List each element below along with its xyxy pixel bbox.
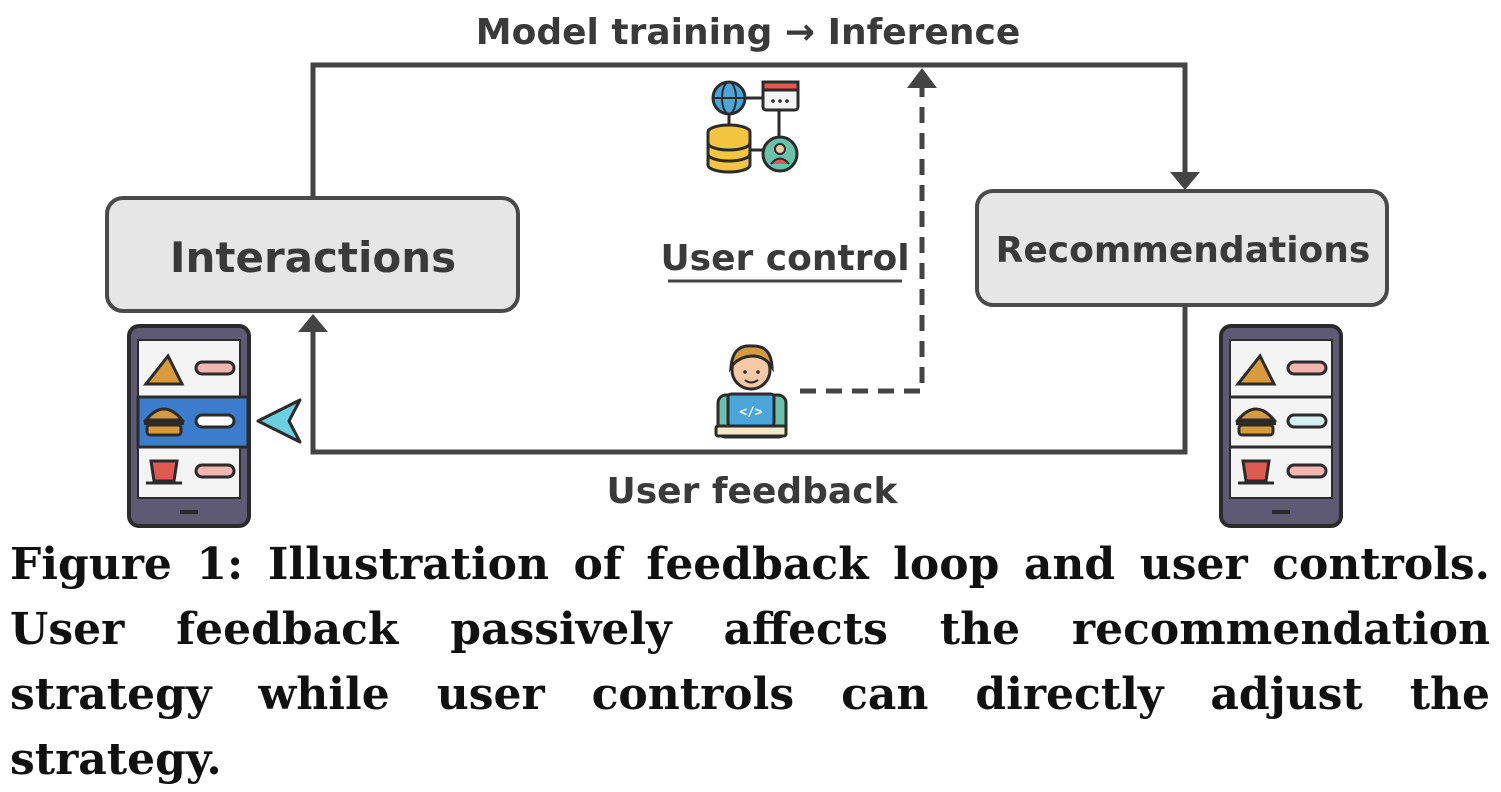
phone-feed-icon bbox=[127, 324, 251, 528]
database-network-icon bbox=[706, 80, 800, 174]
phone-feed-icon bbox=[1219, 324, 1343, 528]
svg-text:</>: </> bbox=[739, 405, 763, 420]
arrowhead-user-control bbox=[907, 68, 937, 88]
interactions-label: Interactions bbox=[170, 233, 456, 282]
figure-caption: Figure 1: Illustration of feedback loop … bbox=[10, 539, 1490, 785]
bottom-loop-line bbox=[310, 305, 1188, 455]
arrowhead-down-recommendations bbox=[1170, 172, 1200, 190]
arrowhead-up-interactions bbox=[298, 314, 328, 332]
loop-lines bbox=[310, 62, 1188, 455]
recommendations-box: Recommendations bbox=[975, 189, 1389, 307]
top-label: Model training → Inference bbox=[476, 12, 1020, 53]
interactions-box: Interactions bbox=[105, 196, 520, 313]
user-control-dashed-line bbox=[800, 85, 925, 394]
user-control-label: User control bbox=[660, 238, 909, 279]
selection-arrow-icon bbox=[256, 398, 302, 444]
top-loop-line bbox=[310, 62, 1188, 198]
user-feedback-label: User feedback bbox=[607, 471, 899, 512]
recommendations-label: Recommendations bbox=[996, 230, 1371, 271]
feedback-loop-diagram: Model training → Inference Interactions … bbox=[105, 12, 1389, 528]
developer-user-icon: </> bbox=[714, 344, 788, 439]
